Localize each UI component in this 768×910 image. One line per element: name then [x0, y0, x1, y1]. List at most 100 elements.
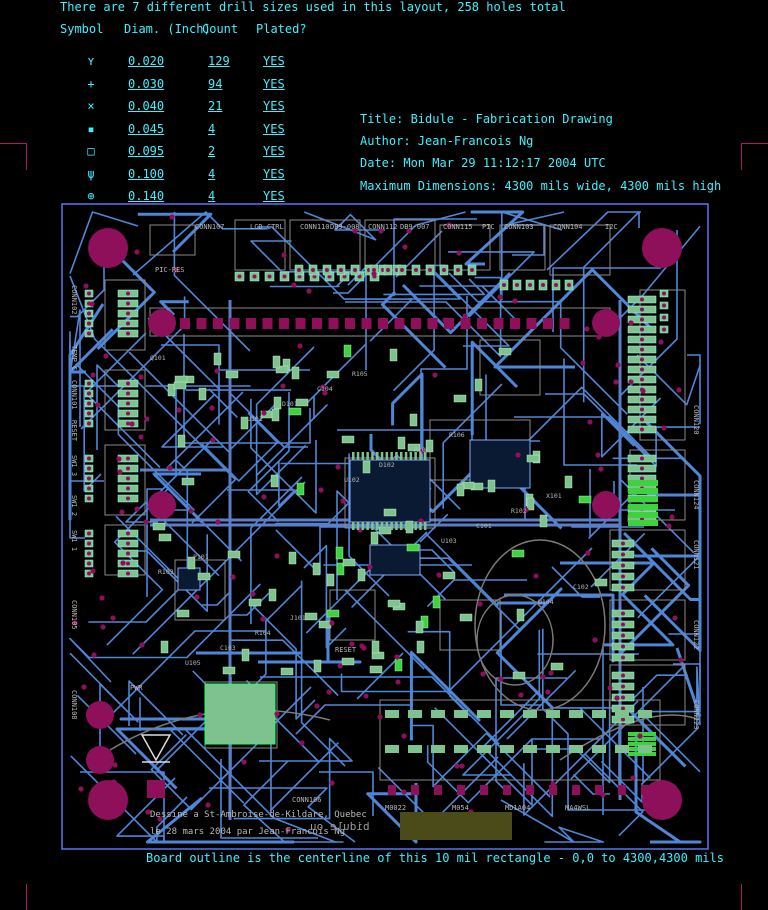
ic-pin	[424, 522, 427, 530]
resistor-pin	[480, 785, 488, 795]
trace	[442, 383, 503, 509]
trace	[582, 211, 640, 403]
trace	[632, 674, 688, 700]
component-outline	[104, 279, 146, 351]
header-pin	[559, 318, 570, 329]
trace	[303, 544, 347, 649]
ic-pin	[380, 452, 384, 460]
pad-drill	[470, 268, 474, 272]
pad-drill	[372, 268, 376, 272]
via	[209, 405, 215, 411]
trace	[493, 268, 657, 369]
via	[99, 595, 105, 601]
pad-drill	[126, 541, 130, 546]
bright-pad	[628, 742, 656, 746]
via	[261, 494, 267, 500]
smd-pad	[550, 662, 564, 671]
via	[600, 792, 606, 798]
smd-pad	[296, 482, 305, 496]
pad-drill	[621, 706, 625, 711]
mounting-hole-small	[592, 491, 620, 519]
header-pin	[196, 318, 207, 329]
drill-diam: 0.045	[128, 121, 165, 136]
label-misc: PIC-RES	[155, 266, 185, 274]
via	[614, 695, 620, 701]
header-pin	[262, 318, 273, 329]
via	[587, 419, 593, 425]
via	[477, 601, 483, 607]
pad-drill	[621, 655, 625, 660]
drill-plated: YES	[263, 54, 285, 68]
via	[676, 387, 682, 393]
dims-text: Maximum Dimensions: 4300 mils wide, 4300…	[360, 179, 722, 193]
via	[584, 326, 590, 332]
silk-title-mirrored: bidule ou	[310, 820, 370, 833]
ic-pin	[356, 452, 360, 460]
pad-drill	[87, 321, 91, 326]
smd-pad	[456, 483, 465, 497]
smd-pad	[288, 407, 302, 416]
smd-pad	[341, 657, 355, 666]
via	[394, 654, 400, 660]
drill-count: 2	[208, 144, 216, 158]
mounting-hole-small	[86, 701, 114, 729]
trace	[554, 707, 651, 779]
smd-pad	[335, 546, 344, 560]
bright-pad	[628, 737, 656, 741]
label-part: U104	[538, 598, 554, 606]
via	[144, 416, 150, 422]
label-top: LCD CTRL	[250, 223, 284, 231]
trace	[635, 421, 702, 570]
label-bottom: MD1A04	[505, 804, 530, 812]
smd-pad	[512, 671, 526, 680]
component-outline	[149, 224, 196, 256]
resistor-pad	[592, 710, 606, 718]
trace	[552, 267, 661, 332]
pad-drill	[126, 561, 130, 566]
drill-symbol: □	[87, 144, 95, 158]
pad-drill	[87, 571, 91, 576]
corner-mark-bl	[0, 884, 27, 910]
smd-pad	[271, 408, 280, 422]
drill-count: 4	[208, 121, 216, 136]
pad-drill	[621, 552, 625, 557]
trace	[300, 580, 346, 767]
smd-pad	[594, 578, 608, 587]
trace	[227, 461, 296, 507]
ic-pin	[376, 452, 379, 460]
trace	[107, 630, 265, 719]
trace	[96, 249, 156, 351]
pad-drill	[126, 466, 130, 471]
trace	[319, 771, 374, 816]
component-outline	[609, 529, 686, 591]
via	[446, 222, 452, 228]
smd-pad	[341, 435, 355, 444]
pad-drill	[640, 417, 644, 422]
component-outline	[499, 224, 546, 271]
trace	[634, 733, 702, 844]
via	[498, 676, 504, 682]
label-right: CONN120	[692, 405, 700, 435]
smd-pad	[158, 533, 172, 542]
header-pin	[460, 318, 471, 329]
trace	[88, 515, 185, 623]
smd-pad	[539, 514, 548, 528]
ic-body	[177, 567, 201, 591]
pad-drill	[621, 622, 625, 627]
label-bottom: M0022	[385, 804, 406, 812]
pad-drill	[640, 456, 644, 461]
pad-drill	[662, 327, 666, 332]
smd-pad	[406, 543, 420, 552]
pad-drill	[87, 551, 91, 556]
pad-drill	[640, 397, 644, 402]
via	[615, 362, 621, 368]
via	[194, 594, 200, 600]
smd-pad	[511, 549, 525, 558]
header-pin	[510, 318, 520, 329]
via	[167, 465, 173, 471]
mounting-holes	[86, 228, 682, 820]
pad-drill	[456, 268, 460, 272]
label-part: D102	[379, 461, 395, 469]
resistor-pad	[569, 745, 583, 753]
smd-pad	[275, 365, 289, 374]
